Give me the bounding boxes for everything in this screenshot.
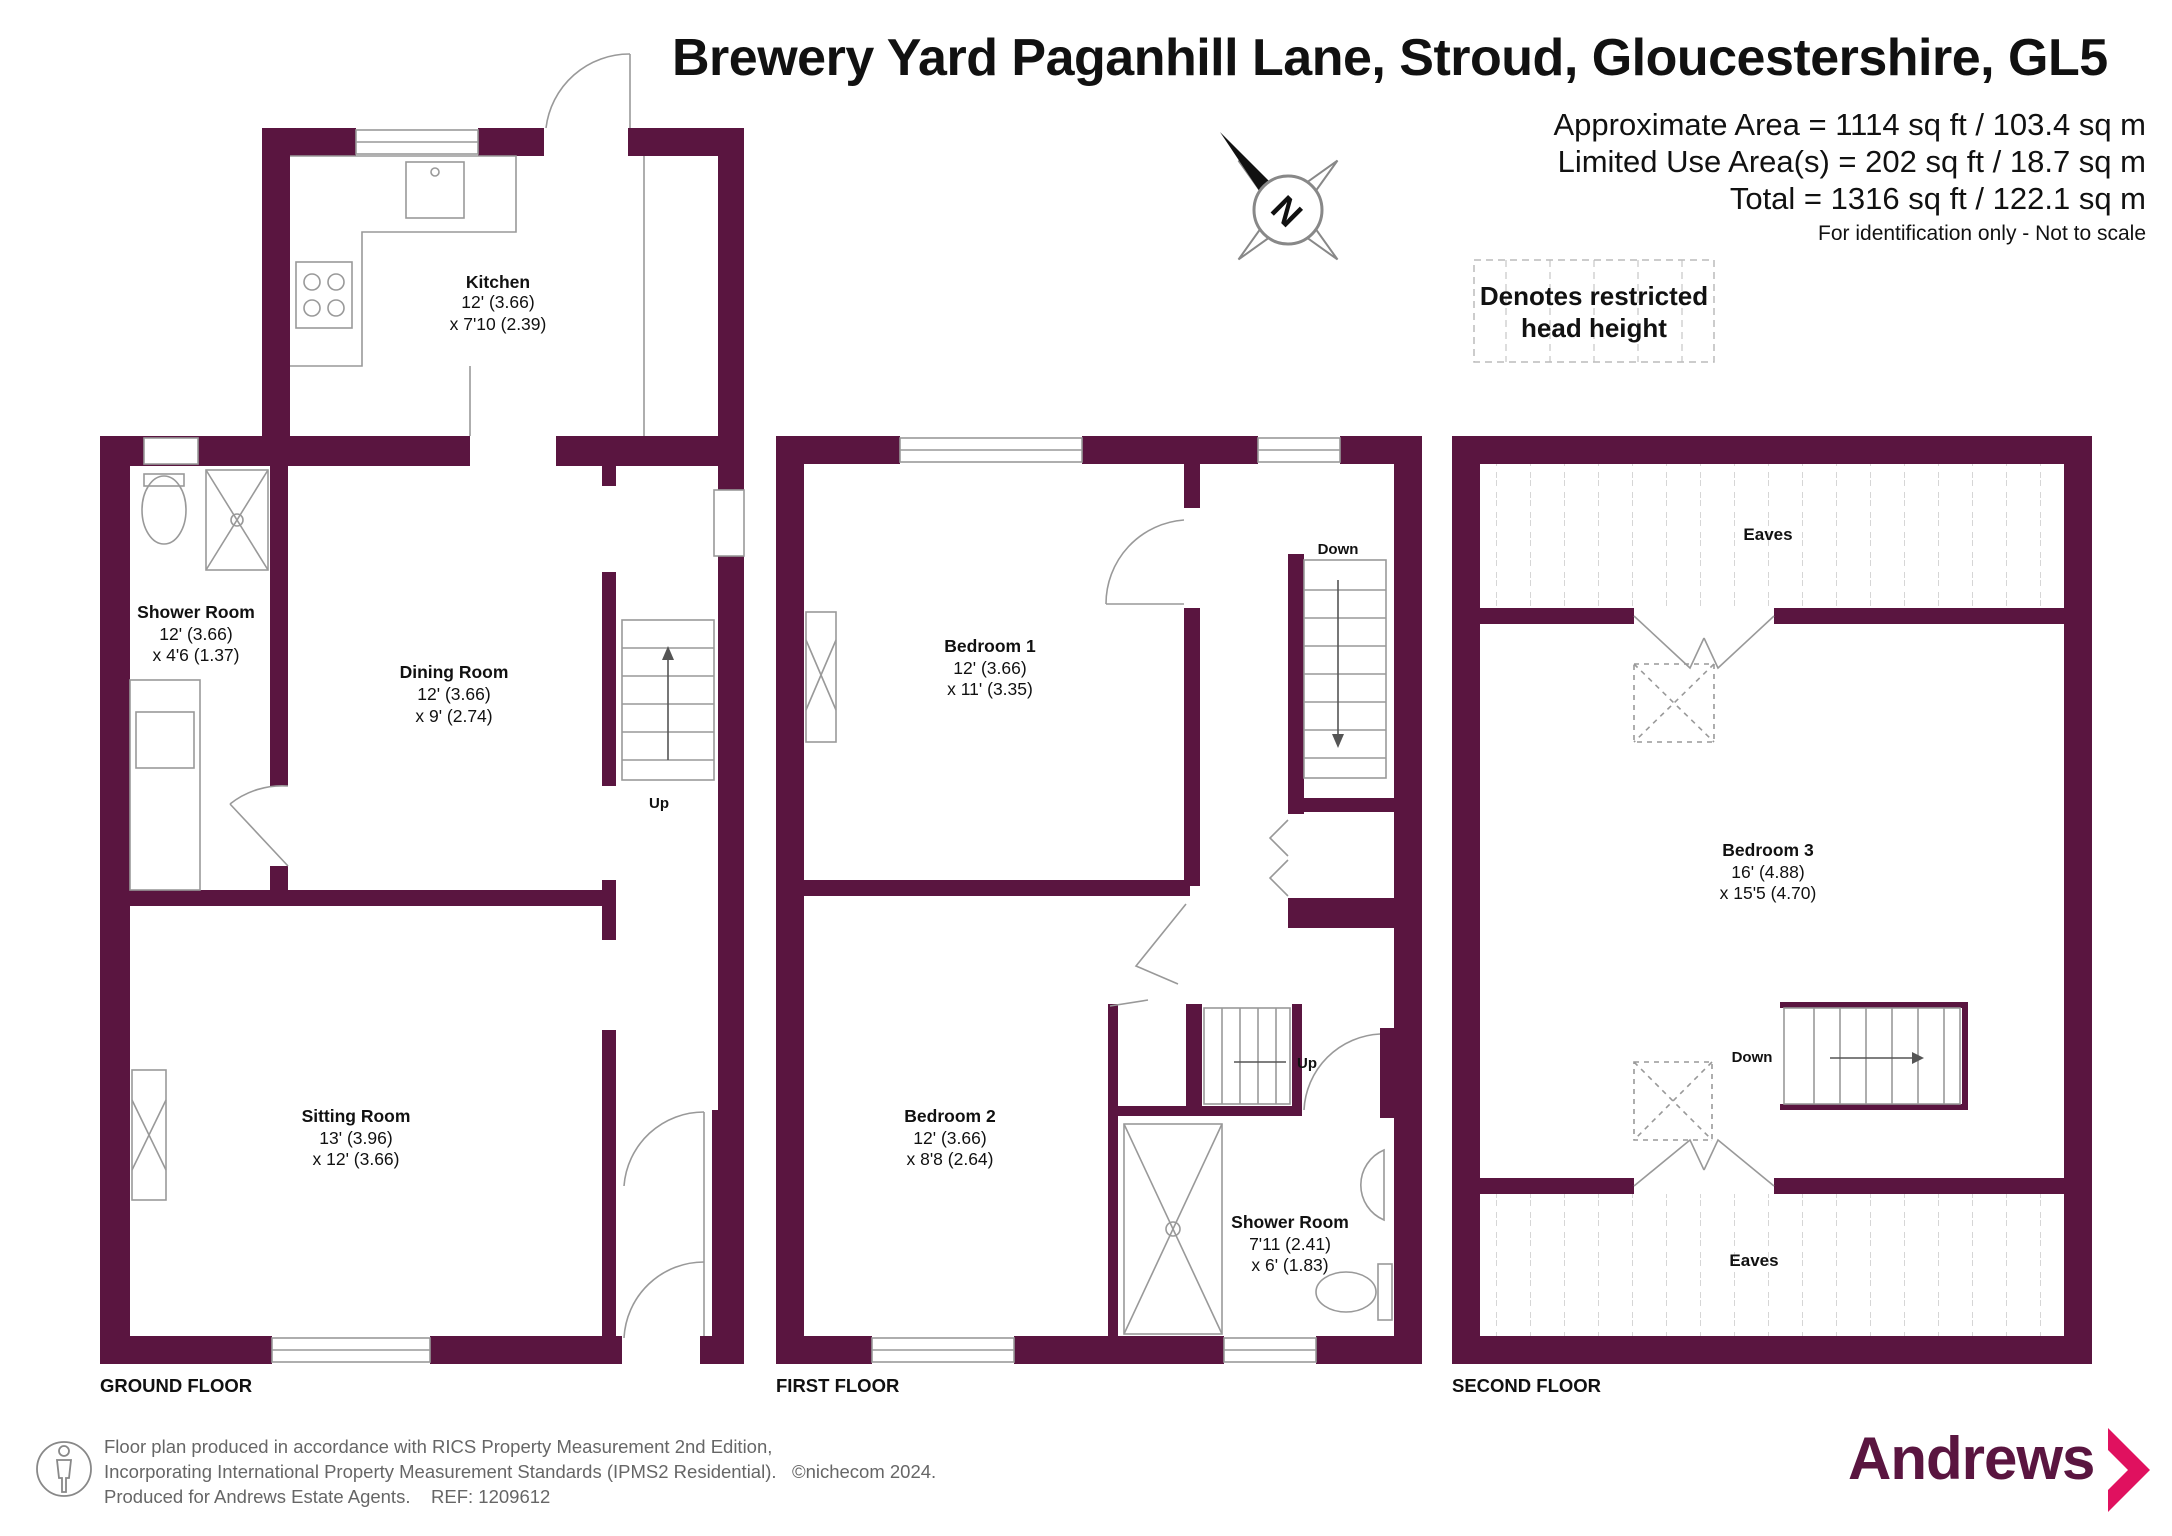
bedroom3-dim2: x 15'5 (4.70): [1720, 883, 1817, 903]
footer-credits: Floor plan produced in accordance with R…: [104, 1434, 936, 1509]
disclaimer: For identification only - Not to scale: [1818, 222, 2146, 245]
legend-line1: Denotes restricted: [1479, 281, 1709, 311]
legend-text: Denotes restricted head height: [1474, 280, 1714, 344]
first-floor-plan: [776, 436, 1422, 1364]
dining-dim1: 12' (3.66): [417, 684, 490, 704]
ff-shower-dim1: 7'11 (2.41): [1249, 1234, 1331, 1254]
bedroom2-name: Bedroom 2: [904, 1106, 996, 1126]
limited-area: Limited Use Area(s) = 202 sq ft / 18.7 s…: [1557, 144, 2146, 179]
brand-arrow-icon: [2108, 1428, 2150, 1512]
sitting-name: Sitting Room: [302, 1106, 411, 1126]
gf-shower-dim1: 12' (3.66): [159, 624, 232, 644]
floor-labels: GROUND FLOOR FIRST FLOOR SECOND FLOOR: [100, 1375, 1601, 1396]
ff-shower-name: Shower Room: [1231, 1212, 1349, 1232]
gf-shower-name: Shower Room: [137, 602, 255, 622]
bedroom3-dim1: 16' (4.88): [1731, 862, 1804, 882]
total-area: Total = 1316 sq ft / 122.1 sq m: [1729, 181, 2146, 216]
restricted-height-legend: [1473, 259, 1715, 363]
second-floor-label: SECOND FLOOR: [1452, 1375, 1601, 1396]
ground-floor-fixtures: [129, 53, 745, 1363]
ff-shower-dim2: x 6' (1.83): [1251, 1255, 1328, 1275]
second-floor-fixtures: [1480, 464, 2064, 1336]
sitting-dim2: x 12' (3.66): [313, 1149, 400, 1169]
bedroom1-name: Bedroom 1: [944, 636, 1036, 656]
sitting-dim1: 13' (3.96): [319, 1128, 392, 1148]
footer-copyright: ©nichecom 2024.: [791, 1461, 937, 1482]
approx-area: Approximate Area = 1114 sq ft / 103.4 sq…: [1553, 107, 2147, 142]
area-summary: Approximate Area = 1114 sq ft / 103.4 sq…: [1554, 106, 2147, 249]
footer-ref: REF: 1209612: [431, 1486, 551, 1507]
kitchen-name: Kitchen: [466, 272, 530, 292]
kitchen-dim2: x 7'10 (2.39): [450, 314, 547, 334]
ground-floor-plan: [100, 128, 744, 1364]
second-floor-plan: [1452, 436, 2092, 1364]
sf-stairs-down: Down: [1732, 1049, 1773, 1066]
footer-line2-row: Incorporating International Property Mea…: [104, 1459, 936, 1484]
footer-line2: Incorporating International Property Mea…: [104, 1461, 777, 1482]
bedroom3-name: Bedroom 3: [1722, 840, 1814, 860]
first-floor-fixtures: [805, 437, 1393, 1363]
room-labels: Kitchen 12' (3.66) x 7'10 (2.39) Shower …: [137, 272, 1816, 1275]
footer-line1: Floor plan produced in accordance with R…: [104, 1436, 773, 1457]
eaves-top-label: Eaves: [1743, 525, 1792, 544]
first-floor-label: FIRST FLOOR: [776, 1375, 899, 1396]
kitchen-dim1: 12' (3.66): [461, 292, 534, 312]
property-title: Brewery Yard Paganhill Lane, Stroud, Glo…: [672, 29, 2108, 87]
person-scale-icon: [36, 1441, 92, 1497]
compass-icon: N: [1220, 132, 1339, 261]
dining-dim2: x 9' (2.74): [415, 706, 492, 726]
bedroom2-dim2: x 8'8 (2.64): [907, 1149, 994, 1169]
ff-stairs-down: Down: [1318, 541, 1359, 558]
footer-line3-row: Produced for Andrews Estate Agents. REF:…: [104, 1484, 936, 1509]
brand-logo: Andrews: [1848, 1425, 2095, 1492]
footer-line3: Produced for Andrews Estate Agents.: [104, 1486, 411, 1507]
bedroom1-dim2: x 11' (3.35): [947, 679, 1033, 699]
ground-floor-label: GROUND FLOOR: [100, 1375, 252, 1396]
gf-shower-dim2: x 4'6 (1.37): [153, 645, 240, 665]
bedroom1-dim1: 12' (3.66): [953, 658, 1026, 678]
legend-line2: head height: [1521, 313, 1667, 343]
ff-stairs-up: Up: [1297, 1055, 1317, 1072]
bedroom2-dim1: 12' (3.66): [913, 1128, 986, 1148]
eaves-bottom-label: Eaves: [1729, 1251, 1778, 1270]
dining-name: Dining Room: [400, 662, 509, 682]
gf-stairs-up: Up: [649, 795, 669, 812]
